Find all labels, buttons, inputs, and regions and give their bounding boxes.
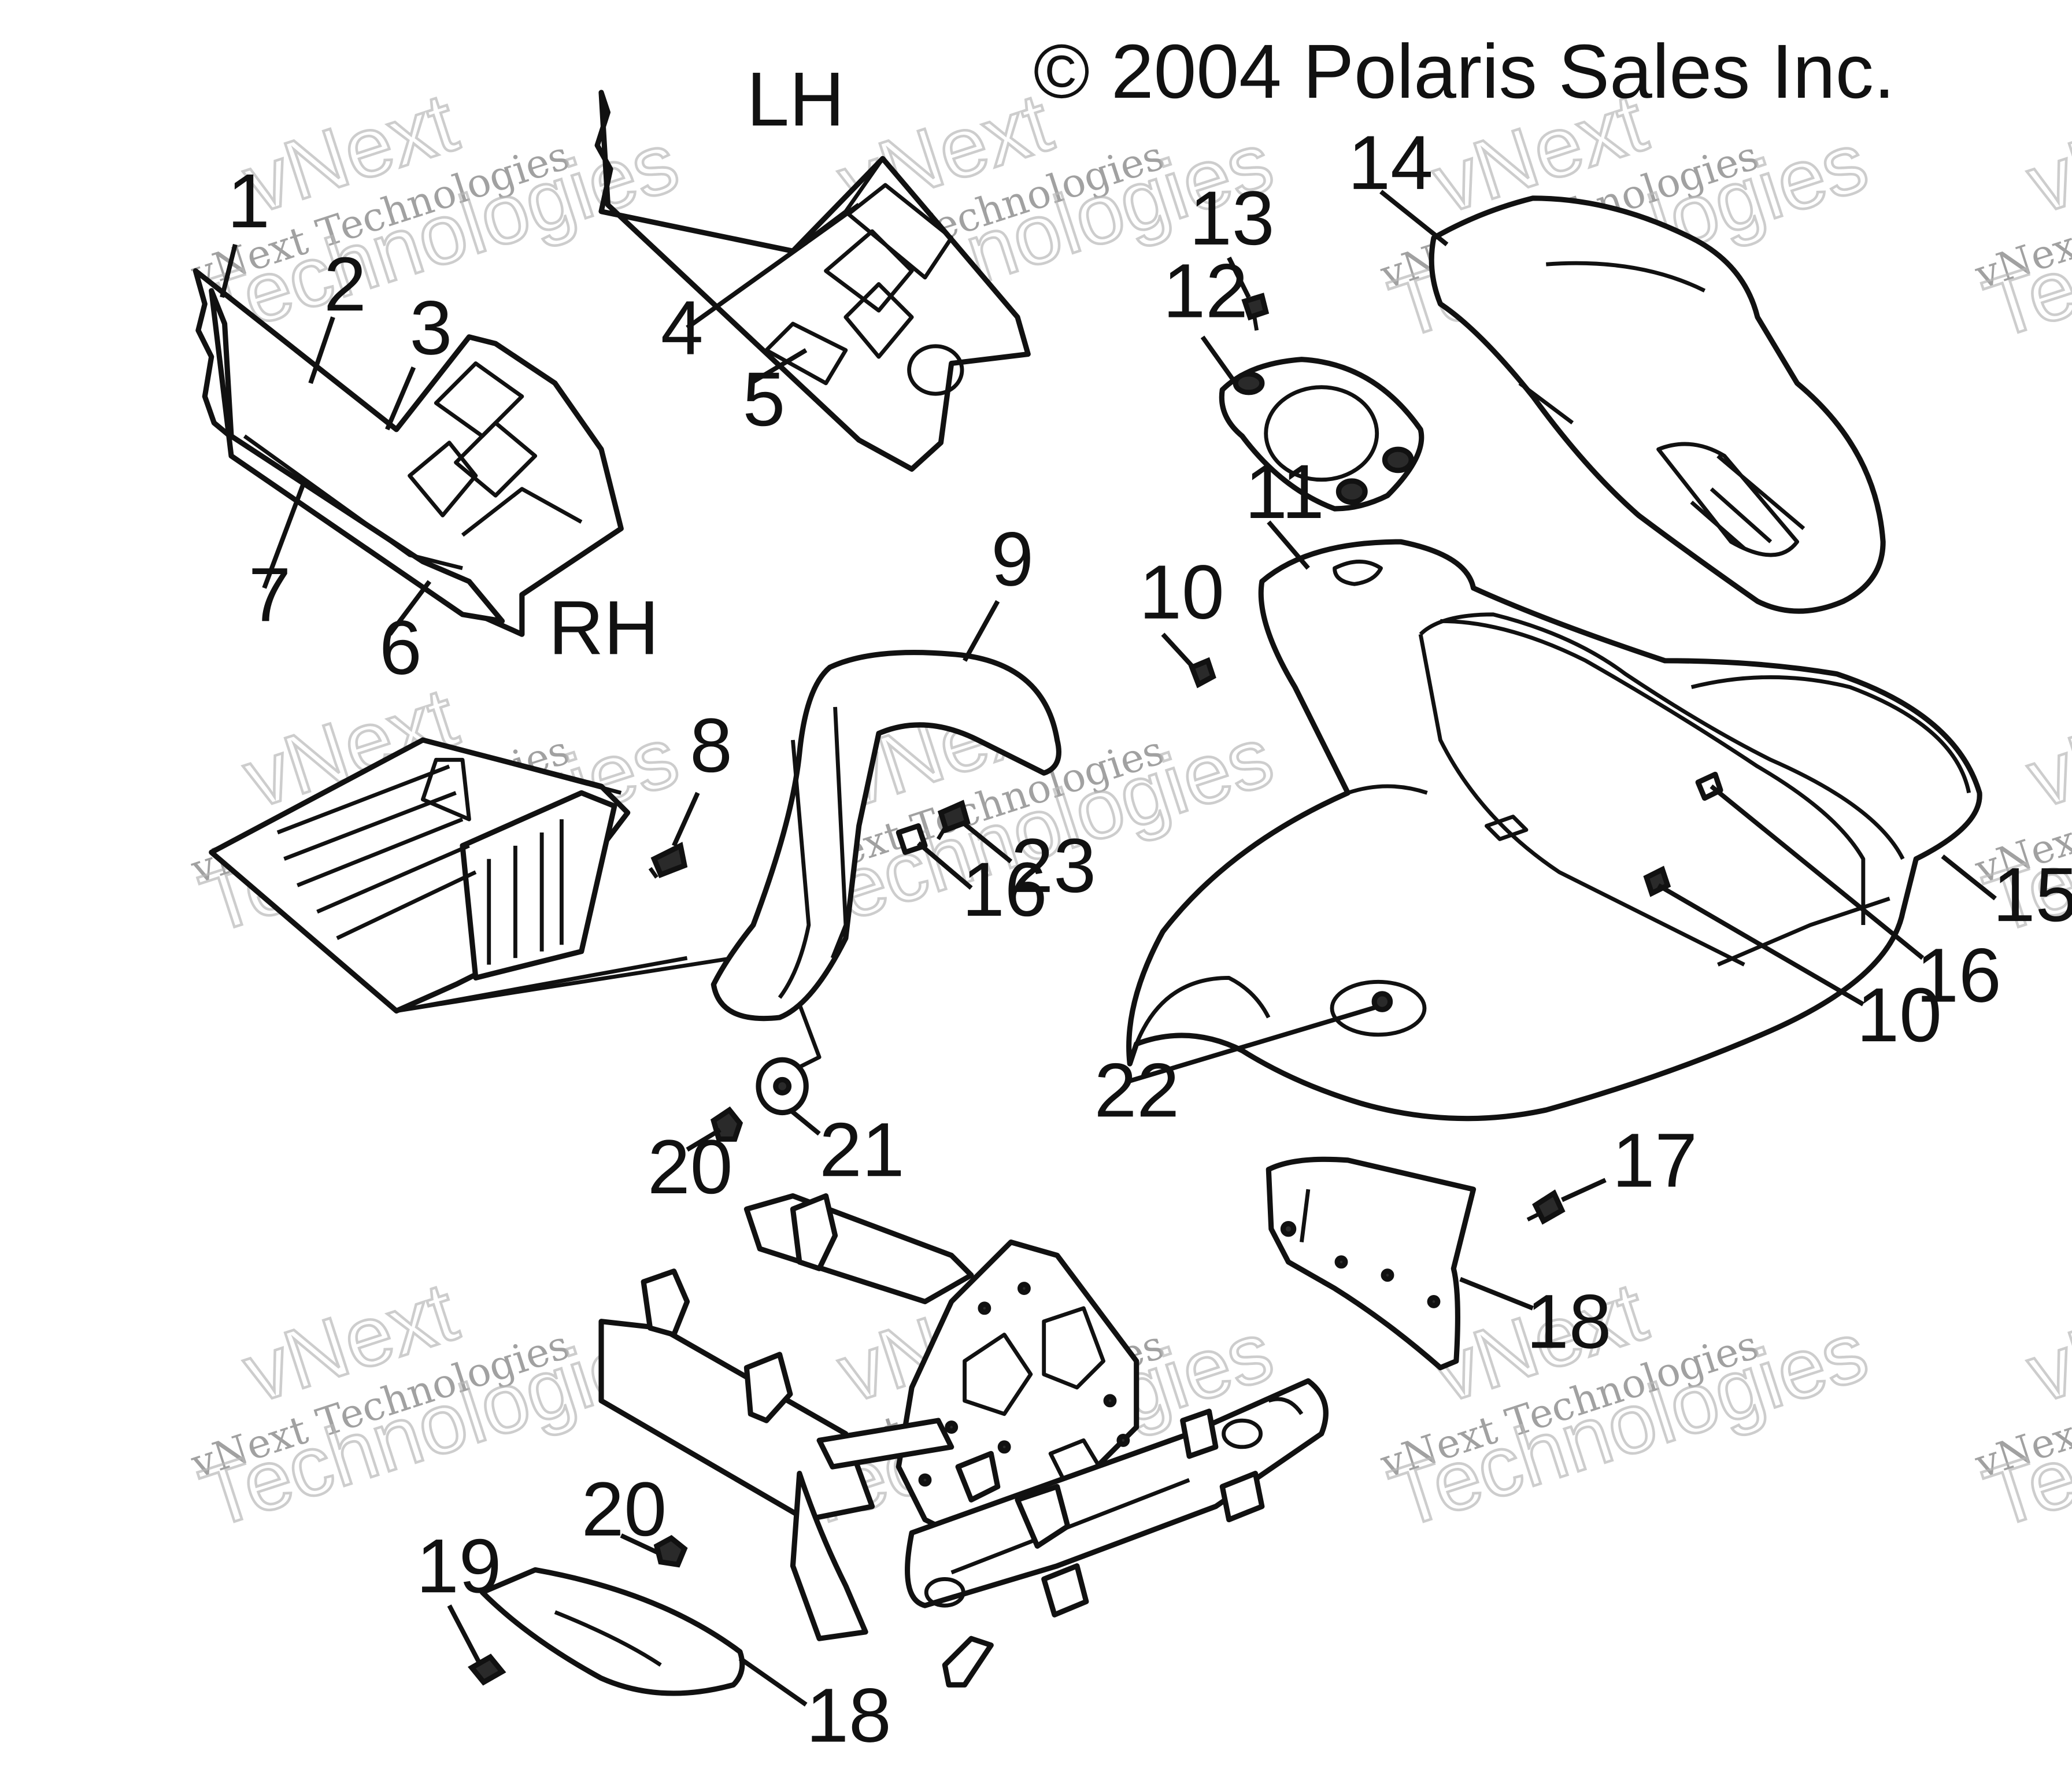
watermark: vNext vNext Technologies Technologies	[1969, 1263, 2072, 1546]
callout-16-right: 16	[1916, 933, 2001, 1019]
lh-label: LH	[746, 57, 844, 142]
callout-1: 1	[227, 158, 270, 244]
callout-11: 11	[1245, 449, 1324, 535]
callout-15: 15	[1993, 852, 2072, 938]
callout-9: 9	[991, 517, 1034, 602]
fender-flare	[711, 650, 1061, 1072]
callout-21: 21	[819, 1107, 904, 1193]
callout-22: 22	[1094, 1048, 1179, 1133]
callout-20-lower: 20	[582, 1467, 667, 1552]
fastener-10-left	[1188, 657, 1216, 689]
watermark-top: vNext	[2016, 75, 2072, 231]
fastener-23	[936, 800, 971, 841]
callout-3: 3	[410, 286, 453, 371]
seat	[1429, 195, 1886, 614]
fuel-cap-cover	[1219, 357, 1424, 512]
callout-16-left: 16	[962, 847, 1047, 933]
fastener-17	[1526, 1189, 1566, 1225]
nut-20-lower	[653, 1535, 688, 1568]
callout-23: 23	[1011, 823, 1096, 909]
copyright-notice: © 2004 Polaris Sales Inc.	[1033, 29, 1895, 114]
footrest-assembly	[209, 737, 734, 1014]
lh-footwell-panel	[594, 90, 1031, 472]
callout-10-right: 10	[1856, 972, 1941, 1058]
callout-12: 12	[1163, 249, 1248, 334]
clip-16-right	[1695, 771, 1723, 801]
leader-lines	[220, 190, 1997, 1707]
callout-20-upper: 20	[648, 1124, 732, 1210]
fastener-13	[1241, 293, 1270, 331]
clip-16	[896, 823, 928, 855]
callout-4: 4	[661, 286, 704, 371]
callout-17: 17	[1612, 1118, 1697, 1204]
fastener-8	[648, 842, 688, 879]
callout-2: 2	[324, 242, 367, 327]
rear-fender	[1126, 539, 1982, 1122]
callout-7: 7	[249, 552, 291, 638]
fastener-19	[468, 1653, 506, 1686]
callout-10-left: 10	[1139, 550, 1224, 635]
callout-14: 14	[1348, 120, 1433, 206]
callout-18-lower: 18	[806, 1673, 891, 1759]
callout-13: 13	[1189, 176, 1274, 261]
heat-shield-lower	[479, 1567, 745, 1696]
frame-assembly	[598, 1193, 1329, 1688]
heat-shield-upper	[1266, 1156, 1477, 1371]
grommet-22	[1371, 991, 1393, 1012]
callout-19: 19	[416, 1523, 501, 1609]
washer-21	[756, 1057, 809, 1116]
watermark: vNext vNext Technologies Technologies	[1969, 73, 2072, 357]
callout-18-upper: 18	[1526, 1279, 1611, 1364]
watermark-top: vNext	[2016, 1264, 2072, 1420]
callout-6: 6	[379, 605, 422, 691]
rh-label: RH	[549, 585, 659, 671]
rh-footwell-panel	[193, 268, 624, 637]
watermark-top: vNext	[2016, 669, 2072, 826]
callout-5: 5	[743, 357, 786, 442]
callout-numbers: 1 2 3 4 5 6 7 8 9 10 10 11 12 13 14 15 1…	[227, 120, 2072, 1759]
callout-8: 8	[690, 703, 732, 789]
